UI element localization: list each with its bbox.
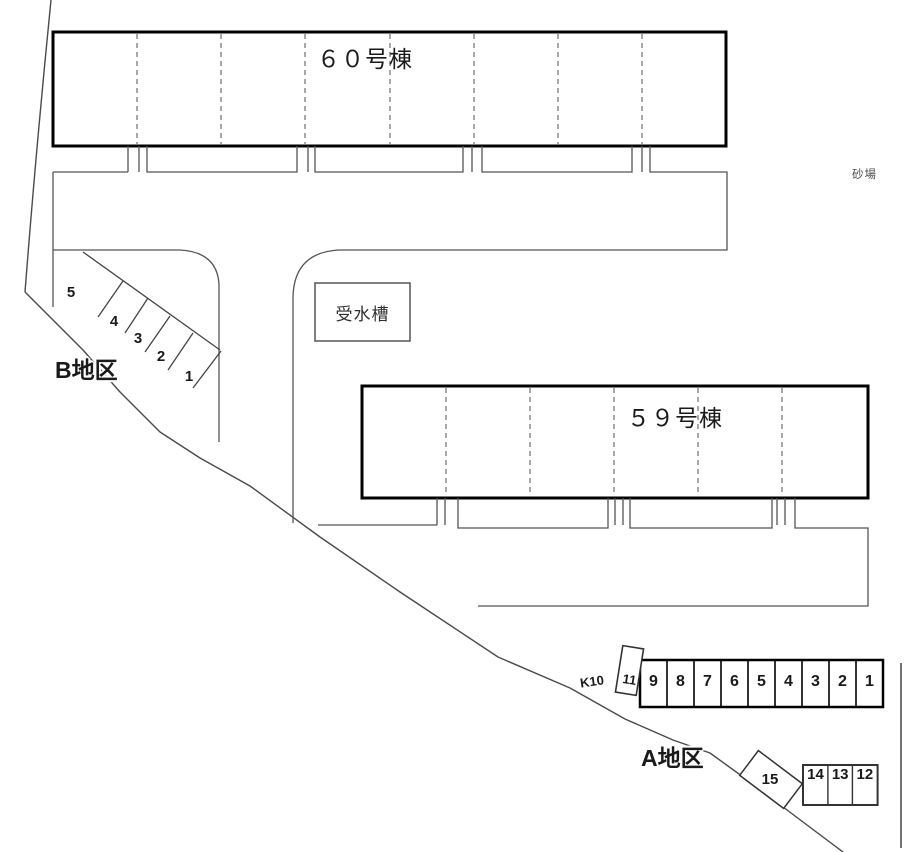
district-b-parking-lines <box>82 251 222 389</box>
district-a-space-number: 13 <box>831 766 849 783</box>
building-59-walkway-lines <box>318 498 869 607</box>
district-a-space-number: 9 <box>649 673 658 690</box>
building-59-label: ５９号棟 <box>627 405 723 431</box>
district-a-space-11-outline <box>614 644 645 697</box>
district-b-space-number: 2 <box>156 348 166 365</box>
district-a-row-dividers <box>666 660 857 707</box>
district-a-space-number: 3 <box>811 673 820 690</box>
district-a-space-15-outline <box>738 749 804 810</box>
sandbox-label: 砂場 <box>852 169 877 181</box>
district-a-space-number: 14 <box>807 766 824 783</box>
district-a-space-number: 12 <box>856 766 874 783</box>
road-line <box>24 291 844 852</box>
building-59-unit-dividers <box>445 388 783 496</box>
building-60-unit-dividers <box>136 34 643 144</box>
district-b-space-number: 4 <box>109 313 119 330</box>
district-b-space-number: 3 <box>133 330 143 347</box>
district-a-space-number: 4 <box>784 673 793 690</box>
district-a-space-number: 5 <box>757 673 766 690</box>
district-a-row-outline <box>638 658 885 709</box>
water-tank-label: 受水槽 <box>335 305 390 324</box>
district-a-lower-group-dividers <box>827 765 854 805</box>
district-a-space-number: 2 <box>838 673 847 690</box>
district-a-space-number: 7 <box>703 673 712 690</box>
district-a-lower-group-outline <box>802 764 879 806</box>
building-60-label: ６０号棟 <box>317 46 413 72</box>
district-a-space-number: 11 <box>621 671 638 688</box>
district-b-space-number: 1 <box>184 368 194 385</box>
district-a-space-number: 15 <box>761 771 779 788</box>
district-a-space-number: 8 <box>676 673 685 690</box>
district-b-space-number: 5 <box>66 284 76 301</box>
district-a-space-number: 1 <box>865 673 874 690</box>
district-a-space-number: 6 <box>730 673 739 690</box>
water-tank-outline <box>314 282 411 342</box>
district-a-label: A地区 <box>641 745 704 771</box>
site-boundary-line <box>24 0 52 293</box>
district-b-label: B地区 <box>55 357 118 383</box>
building-60-walkway-lines <box>52 146 728 523</box>
